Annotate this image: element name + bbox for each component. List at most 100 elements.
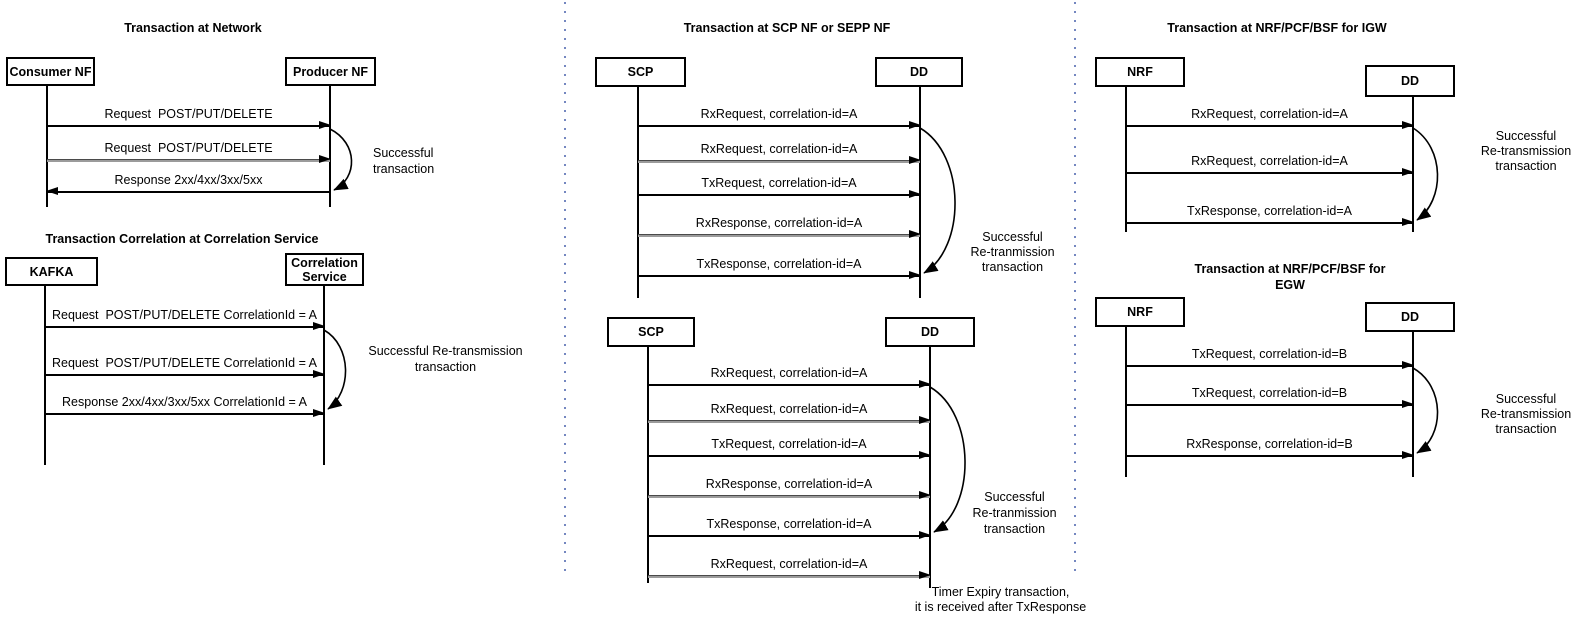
arrowhead-icon xyxy=(919,571,931,579)
arrow-line xyxy=(648,495,930,498)
actor-label: KAFKA xyxy=(29,264,74,279)
arrowhead-icon xyxy=(1402,451,1414,459)
arrow-line xyxy=(648,420,930,423)
arrow-line xyxy=(1126,365,1413,367)
actor-label: DD xyxy=(909,65,929,79)
arrow-line xyxy=(47,125,330,127)
actor-label: DD xyxy=(1400,310,1420,324)
arrowhead-icon xyxy=(46,187,58,195)
actor-label: Correlation xyxy=(291,255,358,270)
panel-separator-left xyxy=(564,2,566,577)
arrowhead-icon xyxy=(909,271,921,279)
arrowhead-icon xyxy=(1402,400,1414,408)
panel-separator-right xyxy=(1074,2,1076,577)
message-label: RxRequest, correlation-id=A xyxy=(710,402,868,416)
arrowhead-icon xyxy=(909,121,921,129)
actor-box-dd: DD xyxy=(1365,302,1455,332)
actor-label: Service xyxy=(302,269,347,284)
retransmission-arc-scp-success xyxy=(919,127,956,274)
diagram-title-correlation: Transaction Correlation at Correlation S… xyxy=(45,232,319,246)
retransmission-arc-egw xyxy=(1412,367,1439,454)
arrowhead-icon xyxy=(1402,168,1414,176)
message-label: TxResponse, correlation-id=A xyxy=(706,517,872,531)
diagram-title-scp: Transaction at SCP NF or SEPP NF xyxy=(683,21,891,35)
arrowhead-icon xyxy=(1402,361,1414,369)
actor-box-dd: DD xyxy=(875,57,963,87)
message-label: TxRequest, correlation-id=A xyxy=(701,176,857,190)
arrowhead-icon xyxy=(1402,121,1414,129)
arrow-line xyxy=(45,413,324,415)
message-label: Request POST/PUT/DELETE xyxy=(104,107,273,121)
message-label: TxResponse, correlation-id=A xyxy=(1186,204,1352,218)
arrowhead-icon xyxy=(319,121,331,129)
actor-box-scp: SCP xyxy=(595,57,686,87)
arrow-line xyxy=(638,125,920,127)
arrow-line xyxy=(648,575,930,578)
message-label: TxRequest, correlation-id=B xyxy=(1191,347,1348,361)
arrow-line xyxy=(1126,404,1413,406)
arrowhead-icon xyxy=(909,156,921,164)
lifeline-nrf xyxy=(1125,327,1127,477)
arrow-line xyxy=(47,159,330,162)
lifeline-scp xyxy=(647,347,649,583)
note-successful-retransmission: Successful Re-tranmission transaction xyxy=(972,490,1057,536)
diagram-title-network: Transaction at Network xyxy=(124,21,262,35)
retransmission-arc-correlation xyxy=(323,329,347,410)
actor-box-kafka: KAFKA xyxy=(5,257,98,286)
message-label: Response 2xx/4xx/3xx/5xx xyxy=(114,173,263,187)
message-label: RxRequest, correlation-id=A xyxy=(1191,154,1348,168)
arrowhead-icon xyxy=(313,322,325,330)
actor-label: NRF xyxy=(1127,65,1153,79)
arrow-line xyxy=(1126,455,1413,457)
actor-label: DD xyxy=(920,325,940,339)
message-label: RxRequest, correlation-id=A xyxy=(710,366,868,380)
actor-label: NRF xyxy=(1127,305,1153,319)
arrowhead-icon xyxy=(919,531,931,539)
arrow-line xyxy=(638,160,920,163)
actor-box-dd: DD xyxy=(1365,65,1455,97)
retransmission-arc-network xyxy=(329,128,353,191)
arrowhead-icon xyxy=(909,190,921,198)
arrow-line xyxy=(638,275,920,277)
actor-label: DD xyxy=(1400,74,1420,88)
arrowhead-icon xyxy=(313,409,325,417)
message-label: RxResponse, correlation-id=A xyxy=(695,216,863,230)
lifeline-nrf xyxy=(1125,87,1127,232)
arrowhead-icon xyxy=(313,370,325,378)
arrow-line xyxy=(47,191,330,193)
arrowhead-icon xyxy=(319,155,331,163)
message-label: RxRequest, correlation-id=A xyxy=(700,107,858,121)
message-label: Response 2xx/4xx/3xx/5xx CorrelationId =… xyxy=(62,395,307,409)
actor-label: SCP xyxy=(627,65,654,79)
arrow-line xyxy=(1126,125,1413,127)
diagram-title-egw: Transaction at NRF/PCF/BSF for EGW xyxy=(1194,262,1386,292)
note-successful-retransmission: Successful Re-transmission transaction xyxy=(1480,129,1572,173)
arrowhead-icon xyxy=(1402,218,1414,226)
message-label: RxResponse, correlation-id=B xyxy=(1186,437,1353,451)
message-label: TxResponse, correlation-id=A xyxy=(696,257,862,271)
note-successful-retransmission: Successful Re-transmission transaction xyxy=(1480,392,1572,436)
actor-box-dd: DD xyxy=(885,317,975,347)
arrow-line xyxy=(648,384,930,386)
actor-box-nrf: NRF xyxy=(1095,297,1185,327)
arrowhead-icon xyxy=(919,491,931,499)
actor-box-nrf: NRF xyxy=(1095,57,1185,87)
arrowhead-icon xyxy=(919,380,931,388)
lifeline-consumer-nf xyxy=(46,86,48,207)
actor-label: Producer NF xyxy=(292,64,368,79)
note-successful-retransmission: Successful Re-transmission transaction xyxy=(368,344,523,374)
arrow-line xyxy=(45,374,324,376)
arrowhead-icon xyxy=(919,416,931,424)
arrow-line xyxy=(1126,172,1413,174)
retransmission-arc-igw xyxy=(1412,127,1439,221)
arrowhead-icon xyxy=(919,451,931,459)
message-label: Request POST/PUT/DELETE CorrelationId = … xyxy=(51,356,318,370)
note-successful-retransmission: Successful Re-tranmission transaction xyxy=(970,230,1055,274)
arrow-line xyxy=(648,455,930,457)
message-label: RxRequest, correlation-id=A xyxy=(700,142,858,156)
message-label: RxRequest, correlation-id=A xyxy=(1191,107,1348,121)
arrowhead-icon xyxy=(909,230,921,238)
arrow-line xyxy=(648,535,930,537)
actor-label: SCP xyxy=(638,325,664,339)
note-successful-transaction: Successful transaction xyxy=(373,146,435,176)
